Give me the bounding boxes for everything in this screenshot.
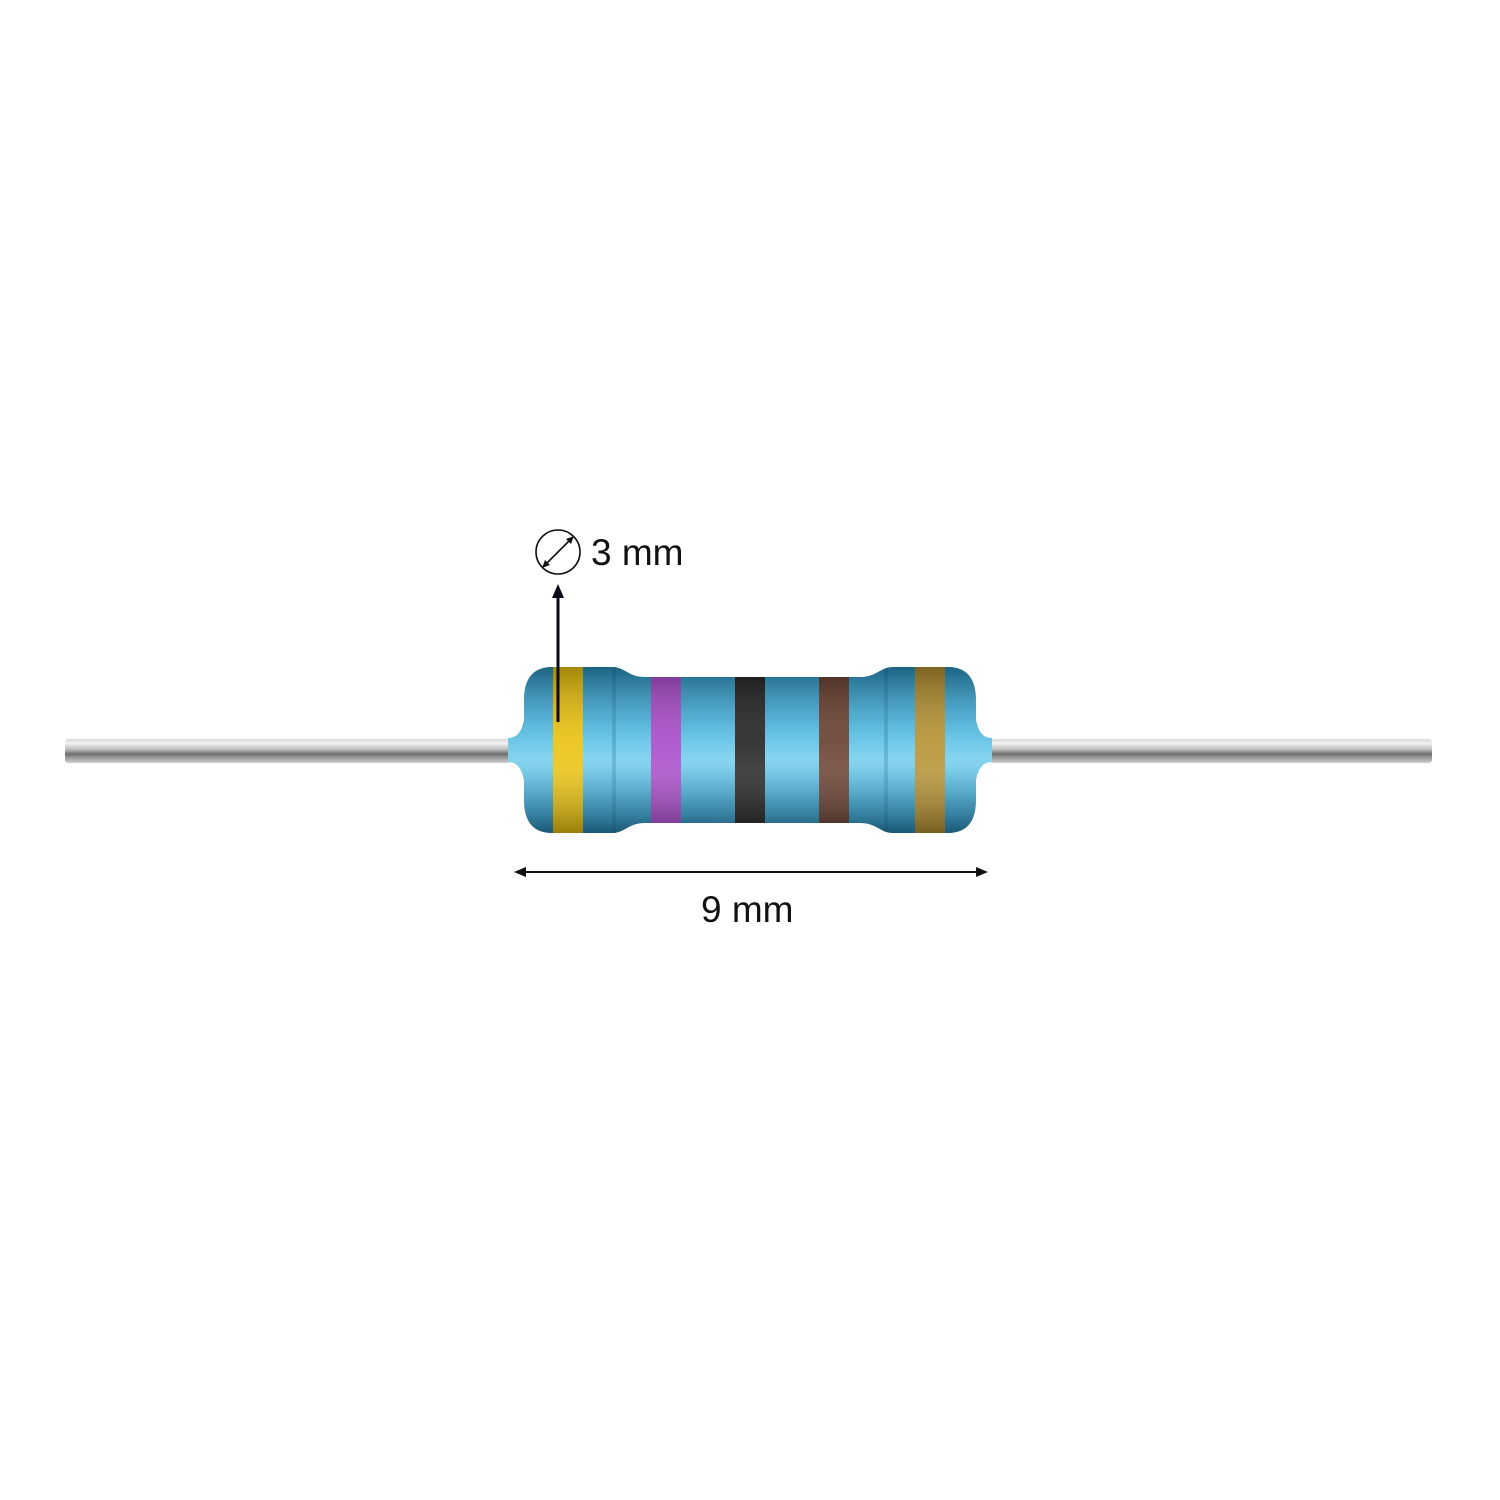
length-label: 9 mm: [701, 889, 794, 930]
diameter-label: 3 mm: [591, 532, 684, 573]
diameter-icon: [535, 529, 581, 575]
left-lead: [65, 739, 510, 763]
resistor-body: [508, 667, 992, 833]
right-lead: [990, 739, 1432, 763]
diameter-indicator: [535, 529, 581, 722]
length-arrow: [514, 867, 988, 877]
